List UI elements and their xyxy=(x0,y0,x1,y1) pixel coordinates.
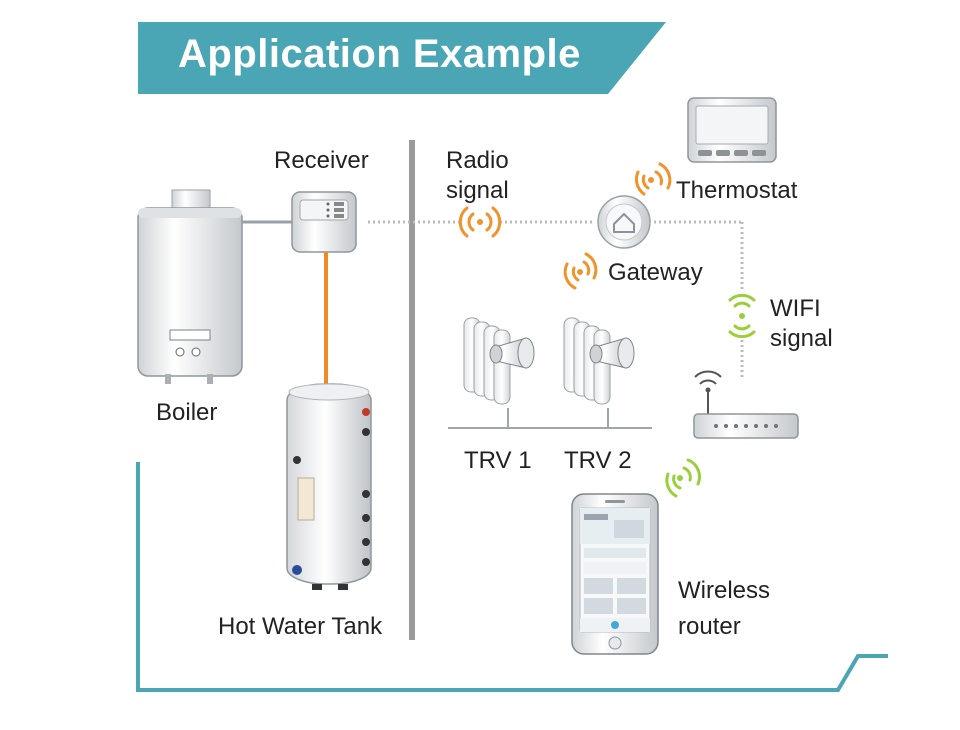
boiler-label: Boiler xyxy=(156,399,218,426)
router-icon xyxy=(693,370,799,439)
page-title: Application Example xyxy=(178,32,581,76)
radio-wave-icon xyxy=(634,162,672,196)
trv-icon xyxy=(563,317,635,405)
wireless-router-label-line1: Wireless xyxy=(678,577,771,604)
smartphone-icon xyxy=(571,493,659,655)
radio-signal-label-line1: Radio xyxy=(446,147,509,174)
receiver-icon xyxy=(291,191,357,253)
trv1-label: TRV 1 xyxy=(464,447,532,474)
trv2-label: TRV 2 xyxy=(564,447,632,474)
wifi-signal-label-line1: WIFI xyxy=(770,295,821,322)
boiler-icon xyxy=(137,189,243,384)
radio-wave-icon xyxy=(563,252,598,290)
gateway-icon xyxy=(597,195,651,249)
thermostat-icon xyxy=(687,97,777,163)
trv-icon xyxy=(463,317,535,405)
wifi-wave-icon xyxy=(728,293,756,339)
thermostat-label: Thermostat xyxy=(676,177,798,204)
hot-water-tank-icon xyxy=(286,383,372,590)
gateway-label: Gateway xyxy=(608,259,703,286)
wifi-wave-icon xyxy=(665,458,701,498)
frame-border xyxy=(136,462,888,692)
radio-signal-label-line2: signal xyxy=(446,177,509,204)
wireless-router-label-line2: router xyxy=(678,613,741,640)
radio-wave-icon xyxy=(458,206,502,238)
radio-link-dotted xyxy=(368,220,744,380)
banner-shape xyxy=(138,22,666,94)
hot-water-tank-label: Hot Water Tank xyxy=(218,613,383,640)
title-banner: Application Example xyxy=(138,22,666,94)
receiver-label: Receiver xyxy=(274,147,369,174)
trv-pipe-line xyxy=(448,408,652,429)
wifi-signal-label-line2: signal xyxy=(770,325,833,352)
